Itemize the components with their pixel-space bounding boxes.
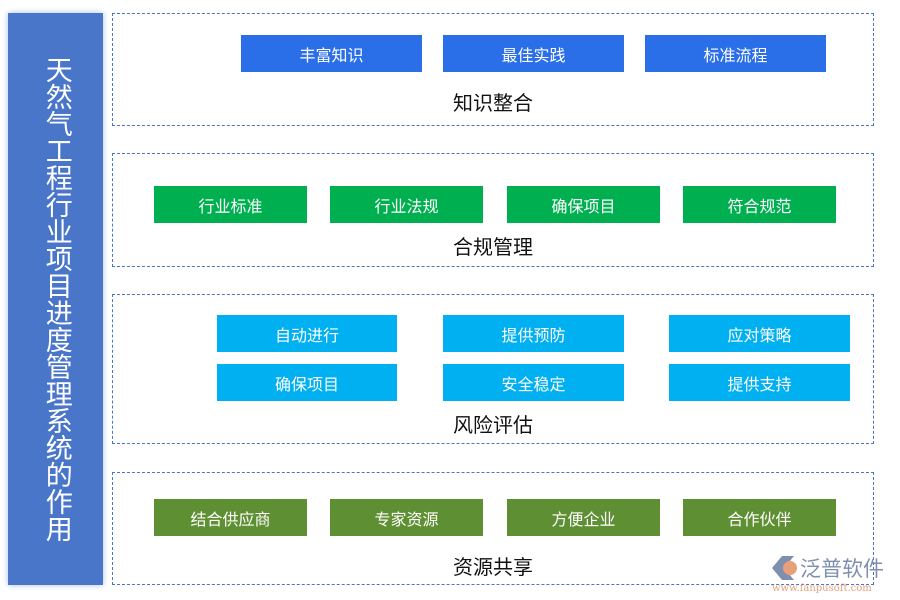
section-risk: 自动进行 提供预防 应对策略 确保项目 安全稳定 提供支持 风险评估 [112, 294, 874, 444]
node: 合作伙伴 [683, 499, 836, 536]
node: 方便企业 [507, 499, 660, 536]
section-label: 风险评估 [453, 413, 533, 437]
node: 确保项目 [507, 186, 660, 223]
logo: 泛普软件 www.fanpusoft.com [768, 550, 896, 595]
title: 天然气工程行业项目进度管理系统的作用 [40, 56, 72, 542]
node: 丰富知识 [241, 35, 422, 72]
node: 专家资源 [330, 499, 483, 536]
section-resource: 结合供应商 专家资源 方便企业 合作伙伴 资源共享 [112, 472, 874, 585]
section-compliance: 行业标准 行业法规 确保项目 符合规范 合规管理 [112, 153, 874, 267]
node: 提供预防 [443, 315, 624, 352]
section-label: 知识整合 [453, 91, 533, 115]
node: 符合规范 [683, 186, 836, 223]
node: 提供支持 [669, 364, 850, 401]
section-label: 合规管理 [453, 235, 533, 259]
node: 应对策略 [669, 315, 850, 352]
section-knowledge: 丰富知识 最佳实践 标准流程 知识整合 [112, 13, 874, 126]
node: 自动进行 [217, 315, 397, 352]
logo-icon: 泛普软件 www.fanpusoft.com [772, 556, 884, 594]
node: 最佳实践 [443, 35, 624, 72]
node: 行业标准 [154, 186, 307, 223]
svg-text:泛普软件: 泛普软件 [800, 557, 884, 581]
node: 确保项目 [217, 364, 397, 401]
node: 标准流程 [645, 35, 826, 72]
node: 行业法规 [330, 186, 483, 223]
title-panel: 天然气工程行业项目进度管理系统的作用 [8, 13, 103, 585]
node: 安全稳定 [443, 364, 624, 401]
svg-text:www.fanpusoft.com: www.fanpusoft.com [772, 583, 872, 594]
section-label: 资源共享 [453, 555, 533, 579]
node: 结合供应商 [154, 499, 307, 536]
